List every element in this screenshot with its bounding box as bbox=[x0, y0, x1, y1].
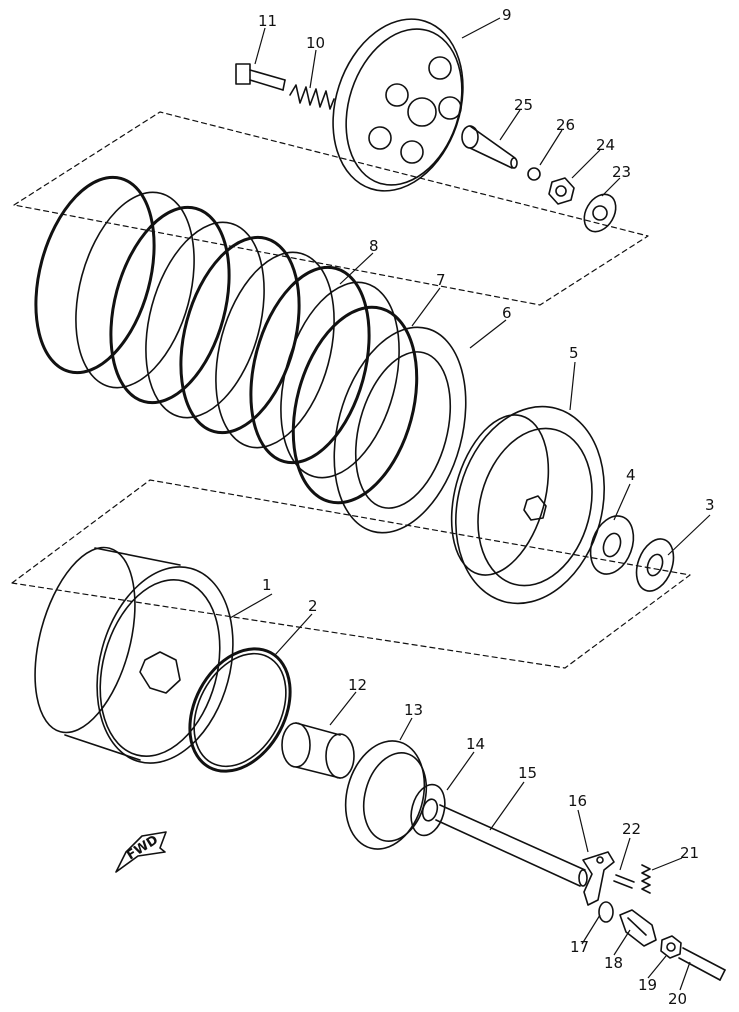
return-spring bbox=[641, 864, 651, 894]
adjuster bbox=[619, 909, 657, 947]
boss-lock-washer bbox=[635, 538, 675, 592]
callout-3: 3 bbox=[705, 496, 715, 514]
kick-gear bbox=[344, 740, 428, 850]
steel-ball bbox=[527, 167, 541, 181]
upper-assembly-frame bbox=[13, 111, 649, 306]
callout-25: 25 bbox=[514, 96, 533, 114]
clutch-housing bbox=[34, 546, 234, 764]
callout-24: 24 bbox=[596, 136, 615, 154]
clutch-boss bbox=[450, 405, 606, 605]
fwd-arrow-icon: FWD bbox=[115, 831, 167, 873]
callout-8: 8 bbox=[369, 237, 379, 255]
lock-washer bbox=[583, 193, 617, 233]
clutch-spring bbox=[289, 84, 335, 110]
gear-washer bbox=[410, 783, 446, 837]
callout-15: 15 bbox=[518, 764, 537, 782]
o-ring bbox=[188, 647, 292, 773]
callout-14: 14 bbox=[466, 735, 485, 753]
callout-22: 22 bbox=[622, 820, 641, 838]
bolt bbox=[235, 63, 286, 91]
callout-16: 16 bbox=[568, 792, 587, 810]
lower-assembly-frame bbox=[11, 479, 691, 669]
callout-labels: 1 2 3 4 5 6 7 8 9 10 11 12 13 14 15 16 1… bbox=[258, 6, 715, 1008]
callout-11: 11 bbox=[258, 12, 277, 30]
clutch-plate-stack bbox=[34, 175, 419, 505]
callout-23: 23 bbox=[612, 163, 631, 181]
push-lever bbox=[582, 851, 615, 906]
callout-26: 26 bbox=[556, 116, 575, 134]
leader-lines bbox=[229, 17, 711, 991]
plain-plate bbox=[333, 326, 467, 534]
callout-7: 7 bbox=[436, 271, 446, 289]
callout-18: 18 bbox=[604, 954, 623, 972]
callout-2: 2 bbox=[308, 597, 318, 615]
callout-20: 20 bbox=[668, 990, 687, 1008]
thrust-washer bbox=[589, 515, 635, 575]
lock-nut bbox=[548, 177, 575, 205]
fwd-label: FWD bbox=[124, 833, 161, 864]
callout-1: 1 bbox=[262, 576, 272, 594]
callout-4: 4 bbox=[626, 466, 636, 484]
adjusting-screw bbox=[678, 947, 726, 981]
push-rod bbox=[461, 125, 518, 169]
callout-9: 9 bbox=[502, 6, 512, 24]
callout-19: 19 bbox=[638, 976, 657, 994]
callout-12: 12 bbox=[348, 676, 367, 694]
callout-6: 6 bbox=[502, 304, 512, 322]
spacer-sleeve bbox=[281, 722, 355, 779]
callout-10: 10 bbox=[306, 34, 325, 52]
lever-pin bbox=[613, 874, 635, 889]
adjuster-nut bbox=[660, 935, 682, 959]
callout-21: 21 bbox=[680, 844, 699, 862]
pressure-plate bbox=[332, 18, 464, 192]
callout-17: 17 bbox=[570, 938, 589, 956]
lever-washer bbox=[598, 901, 614, 923]
long-push-rod bbox=[435, 804, 588, 887]
callout-5: 5 bbox=[569, 344, 579, 362]
callout-13: 13 bbox=[404, 701, 423, 719]
